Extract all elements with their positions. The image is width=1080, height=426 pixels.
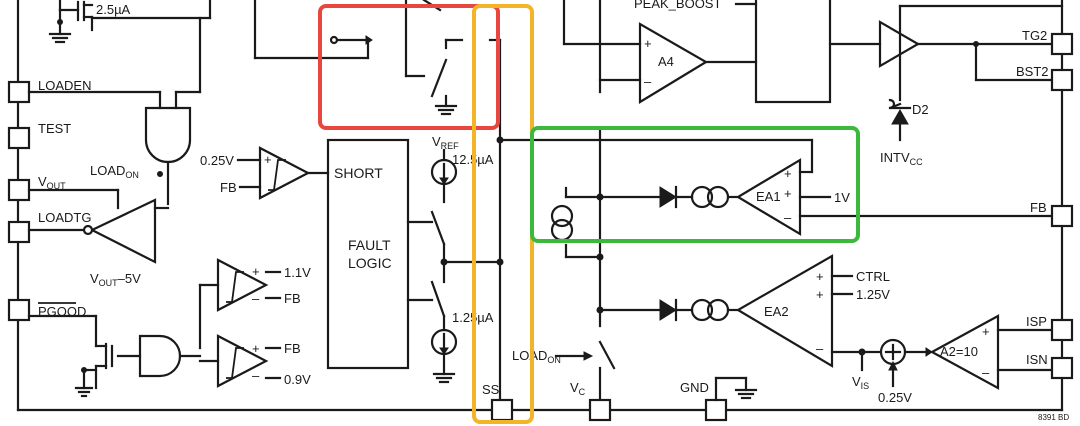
v025-bottom-label: 0.25V: [878, 390, 912, 405]
a4-label: A4: [658, 54, 674, 69]
svg-text:–: –: [252, 291, 260, 306]
a4-amp: + – A4 PEAK_BOOST: [562, 0, 832, 104]
pin-vout: VOUT: [7, 174, 120, 210]
v11-label: 1.1V: [284, 265, 311, 280]
pin-loadtg-label: LOADTG: [38, 210, 91, 225]
pin-loaden-label: LOADEN: [38, 78, 91, 93]
pgood-comparator-bottom: + FB – 0.9V: [198, 334, 311, 388]
pin-fb-label: FB: [1030, 200, 1047, 215]
load-on-left-label: LOADON: [90, 163, 139, 180]
a2-label: A2=10: [940, 344, 978, 359]
peak-boost-label: PEAK_BOOST: [634, 0, 721, 11]
vout-minus-label: VOUT–5V: [90, 271, 141, 288]
loadtg-buffer: VOUT–5V: [82, 198, 170, 288]
fb-cmp1-label: FB: [284, 291, 301, 306]
fb-cmp2-label: FB: [284, 341, 301, 356]
fault-logic-block: SHORT FAULT LOGIC: [326, 138, 434, 370]
pin-fb: FB: [1030, 200, 1074, 228]
pin-tg2-label: TG2: [1022, 28, 1047, 43]
v125-label: 1.25V: [856, 287, 890, 302]
svg-text:–: –: [816, 341, 824, 356]
svg-text:+: +: [982, 324, 990, 339]
current-source-2p5: 2.5µA: [48, 0, 212, 44]
svg-text:+: +: [252, 264, 260, 279]
svg-text:+: +: [644, 36, 652, 51]
pgood-and-gate: [74, 334, 202, 398]
fault-label: FAULT: [348, 237, 391, 253]
svg-text:+: +: [816, 269, 824, 284]
red-highlight-box: [318, 4, 500, 130]
pin-test-label: TEST: [38, 121, 71, 136]
ea1-clamp-source: [550, 186, 602, 242]
svg-text:–: –: [982, 365, 990, 380]
svg-text:–: –: [252, 368, 260, 383]
pin-gnd: GND: [680, 376, 758, 422]
ea1-amp: EA1 + + – 1V: [598, 158, 1054, 236]
current-2p5-label: 2.5µA: [96, 2, 131, 17]
green-highlight-box: [530, 126, 860, 243]
vis-label: VIS: [852, 374, 869, 391]
pin-loadtg: LOADTG: [7, 210, 91, 244]
v09-label: 0.9V: [284, 372, 311, 387]
pgood-comparator-top: + 1.1V – FB: [198, 258, 311, 350]
vref-source-12p5: VREF 12.5µA: [430, 134, 504, 318]
svg-text:–: –: [784, 210, 792, 225]
pin-bst2: BST2: [1016, 64, 1074, 92]
vref-label: VREF: [432, 134, 459, 151]
pin-pgood: PGOOD: [7, 298, 98, 348]
svg-text:+: +: [816, 287, 824, 302]
pin-vout-label: VOUT: [38, 174, 66, 191]
fb-left-label: FB: [220, 180, 237, 195]
pin-vc: [588, 398, 612, 422]
short-label: SHORT: [334, 165, 383, 181]
ea2-amp: EA2 + + – CTRL 1.25V VIS: [598, 254, 890, 391]
svg-text:+: +: [252, 341, 260, 356]
part-code: 8391 BD: [1038, 413, 1069, 422]
sink-source-1p25: 1.25µA: [430, 310, 494, 384]
svg-text:–: –: [644, 74, 652, 89]
ss-reset-switch: [253, 0, 502, 116]
and-gate-loaden: LOADON: [90, 16, 202, 206]
v1-label: 1V: [834, 190, 850, 205]
pin-ss-label: SS: [482, 382, 500, 397]
pin-ss: SS: [482, 382, 514, 422]
svg-text:+: +: [784, 166, 792, 181]
tg2-driver: [828, 4, 1064, 102]
pin-gnd-label: GND: [680, 380, 709, 395]
pin-loaden: LOADEN: [7, 78, 162, 110]
svg-text:+: +: [784, 186, 792, 201]
pin-isp: ISP: [1026, 314, 1074, 342]
load-on-bottom-label: LOADON: [512, 348, 561, 365]
pin-isn-label: ISN: [1026, 352, 1048, 367]
logic-label: LOGIC: [348, 255, 392, 271]
ea2-label: EA2: [764, 304, 789, 319]
a2-amp: A2=10 + –: [929, 314, 1054, 390]
pin-bst2-label: BST2: [1016, 64, 1049, 79]
summing-node: 0.25V: [878, 338, 933, 405]
vc-bus: LOADON VC: [512, 0, 616, 422]
vc-label: VC: [570, 380, 586, 397]
pin-isp-label: ISP: [1026, 314, 1047, 329]
d2-label: D2: [912, 102, 929, 117]
pin-test: TEST: [7, 121, 71, 150]
diode-d2: D2 INTVCC: [880, 98, 929, 167]
ea1-label: EA1: [756, 189, 781, 204]
intvcc-label: INTVCC: [880, 150, 923, 167]
svg-text:+: +: [264, 152, 272, 167]
pin-isn: ISN: [1026, 352, 1074, 380]
short-comparator: 0.25V + FB: [200, 146, 330, 200]
ctrl-label: CTRL: [856, 269, 890, 284]
pin-tg2: TG2: [1022, 28, 1074, 56]
v025-label: 0.25V: [200, 153, 234, 168]
